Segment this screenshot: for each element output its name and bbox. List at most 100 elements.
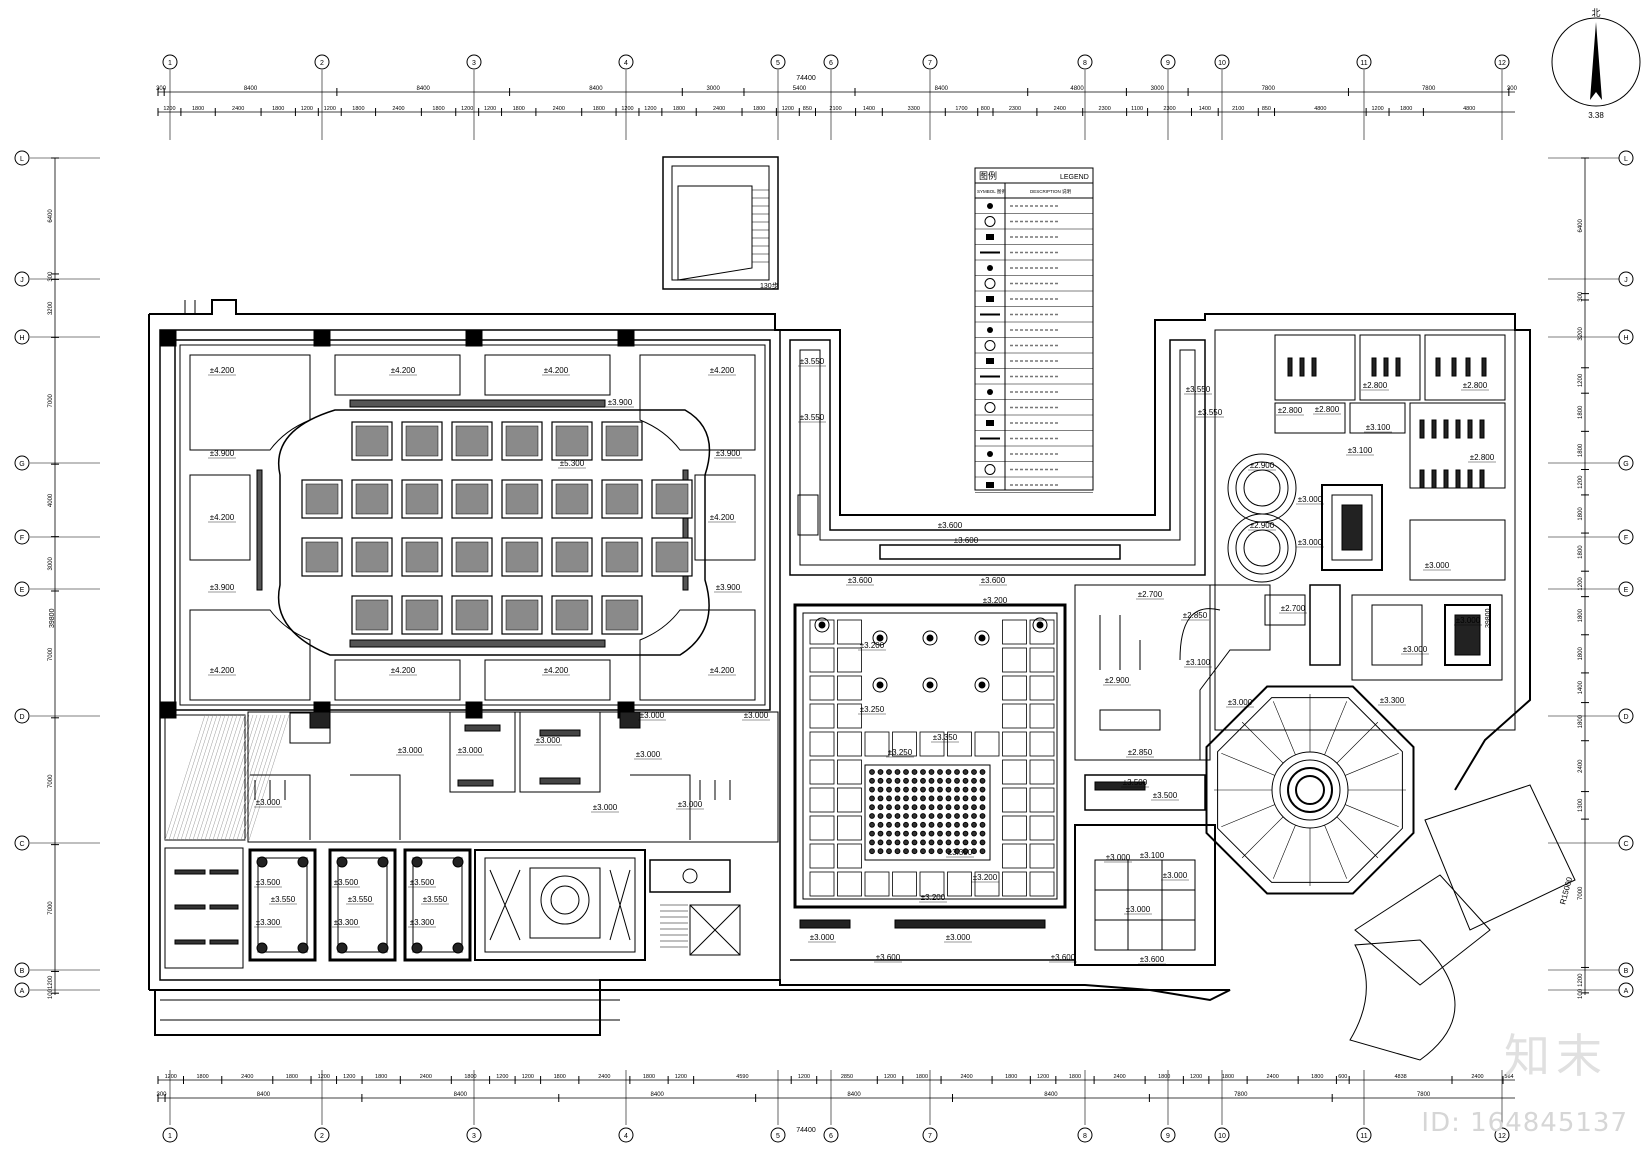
elevation-label-75: ±3.000 [1163, 871, 1188, 880]
left-dim-10: 100 [48, 988, 54, 999]
top-dim-minor-20: 850 [803, 106, 812, 112]
bottom-dim-minor-23: 1800 [1069, 1074, 1081, 1080]
elevation-label-9: ±4.200 [710, 666, 735, 675]
elevation-label-78: ±3.000 [1228, 698, 1253, 707]
right-dim-14: 2400 [1578, 759, 1584, 773]
elevation-label-77: ±3.600 [1140, 955, 1165, 964]
bottom-dim-minor-8: 1800 [464, 1074, 476, 1080]
bottom-dim-minor-15: 4590 [736, 1074, 748, 1080]
right-dim-18: 100 [1578, 988, 1584, 999]
top-dim-major-11: 300 [1507, 86, 1518, 92]
left-dim-8: 7000 [48, 901, 54, 915]
elevation-label-35: ±3.200 [860, 641, 885, 650]
elevation-label-64: ±3.000 [1403, 645, 1428, 654]
legend-title: 图例 [979, 170, 997, 181]
stair-label: 130步 [760, 282, 779, 290]
top-dim-major-7: 4800 [1070, 86, 1084, 92]
elevation-label-58: ±2.800 [1470, 453, 1495, 462]
elevation-label-43: ±3.000 [946, 933, 971, 942]
elevation-label-18: ±3.000 [536, 736, 561, 745]
right-dim-1: 300 [1578, 291, 1584, 302]
vip-rooms [248, 848, 472, 962]
right-dim-3: 1200 [1578, 373, 1584, 387]
bottom-dim-minor-3: 1800 [286, 1074, 298, 1080]
left-dim-2: 3200 [48, 301, 54, 315]
grid-bubble-right-E: E [1624, 587, 1629, 594]
elevation-label-14: ±3.900 [608, 398, 633, 407]
grid-bubble-left-E: E [20, 587, 25, 594]
elevation-label-3: ±4.200 [710, 366, 735, 375]
elevation-label-15: ±5.300 [560, 459, 585, 468]
elevation-label-4: ±4.200 [210, 513, 235, 522]
top-dim-major-0: 300 [156, 86, 167, 92]
elevation-label-24: ±3.000 [640, 711, 665, 720]
elevation-label-44: ±3.600 [876, 953, 901, 962]
left-dimension-lines: 6400300320070004000300070007000700012001… [48, 157, 59, 999]
top-dim-minor-15: 1200 [644, 106, 656, 112]
grid-bubble-top-2: 2 [320, 60, 324, 67]
top-dim-minor-16: 1800 [673, 106, 685, 112]
elevation-label-47: ±3.550 [1186, 385, 1211, 394]
top-dim-minor-21: 2100 [829, 106, 841, 112]
right-dim-0: 6400 [1578, 218, 1584, 232]
elevation-label-2: ±4.200 [544, 366, 569, 375]
top-dim-major-2: 8400 [417, 86, 431, 92]
top-dim-major-9: 7800 [1262, 86, 1276, 92]
top-dim-minor-19: 1200 [782, 106, 794, 112]
elevation-label-34: ±3.200 [983, 596, 1008, 605]
right-dim-10: 1800 [1578, 608, 1584, 622]
bottom-dim-minor-30: 600 [1338, 1074, 1347, 1080]
bottom-dim-major-7: 7800 [1417, 1092, 1431, 1098]
grid-bubble-bottom-4: 4 [624, 1133, 628, 1140]
top-dim-minor-2: 2400 [232, 106, 244, 112]
bottom-dim-minor-22: 1200 [1037, 1074, 1049, 1080]
overall-dimension-top: 74400 [796, 75, 816, 82]
grid-bubble-left-D: D [19, 714, 24, 721]
elevation-label-82: ±2.900 [1250, 521, 1275, 530]
grid-bubble-left-F: F [20, 535, 24, 542]
north-arrow: 北 3.38 [1551, 8, 1641, 120]
legend-title-en: LEGEND [1060, 174, 1089, 181]
right-dim-12: 1400 [1578, 680, 1584, 694]
grid-bubble-right-D: D [1623, 714, 1628, 721]
watermark-logo: 知末 [1504, 1029, 1608, 1083]
elevation-label-72: ±3.500 [1153, 791, 1178, 800]
right-dim-4: 1800 [1578, 405, 1584, 419]
elevation-label-0: ±4.200 [210, 366, 235, 375]
grid-bubble-top-6: 6 [829, 60, 833, 67]
top-dim-minor-3: 1800 [272, 106, 284, 112]
top-dim-minor-6: 1800 [352, 106, 364, 112]
elevation-label-45: ±3.600 [1051, 953, 1076, 962]
grid-bubble-bottom-6: 6 [829, 1133, 833, 1140]
right-dim-17: 1200 [1578, 973, 1584, 987]
overall-dimension-bottom: 74400 [796, 1127, 816, 1134]
elevation-label-49: ±3.550 [800, 413, 825, 422]
bottom-dim-major-1: 8400 [257, 1092, 271, 1098]
top-dim-minor-8: 1800 [432, 106, 444, 112]
top-dim-minor-31: 1400 [1199, 106, 1211, 112]
bottom-dim-minor-5: 1200 [343, 1074, 355, 1080]
overall-dimension-right: 39800 [1485, 608, 1492, 628]
grid-bubble-bottom-10: 10 [1218, 1133, 1226, 1140]
top-dim-minor-23: 3300 [908, 106, 920, 112]
right-dim-13: 1800 [1578, 714, 1584, 728]
elevation-label-8: ±4.200 [544, 666, 569, 675]
vip-room [403, 848, 472, 962]
grid-bubble-left-L: L [20, 156, 24, 163]
bottom-dim-minor-24: 2400 [1113, 1074, 1125, 1080]
top-dim-minor-7: 2400 [392, 106, 404, 112]
top-dim-major-3: 8400 [589, 86, 603, 92]
north-label: 北 [1591, 8, 1600, 18]
top-dim-minor-5: 1200 [324, 106, 336, 112]
elevation-label-66: ±2.700 [1138, 590, 1163, 599]
vip-room [328, 848, 397, 962]
bottom-dim-minor-20: 2400 [960, 1074, 972, 1080]
top-dim-minor-29: 1100 [1131, 106, 1143, 112]
office-wing [1214, 329, 1516, 731]
bottom-dim-minor-28: 2400 [1267, 1074, 1279, 1080]
right-dim-16: 7000 [1578, 886, 1584, 900]
bottom-dim-minor-1: 1800 [197, 1074, 209, 1080]
elevation-label-51: ±3.600 [848, 576, 873, 585]
grid-bubble-left-C: C [19, 841, 24, 848]
